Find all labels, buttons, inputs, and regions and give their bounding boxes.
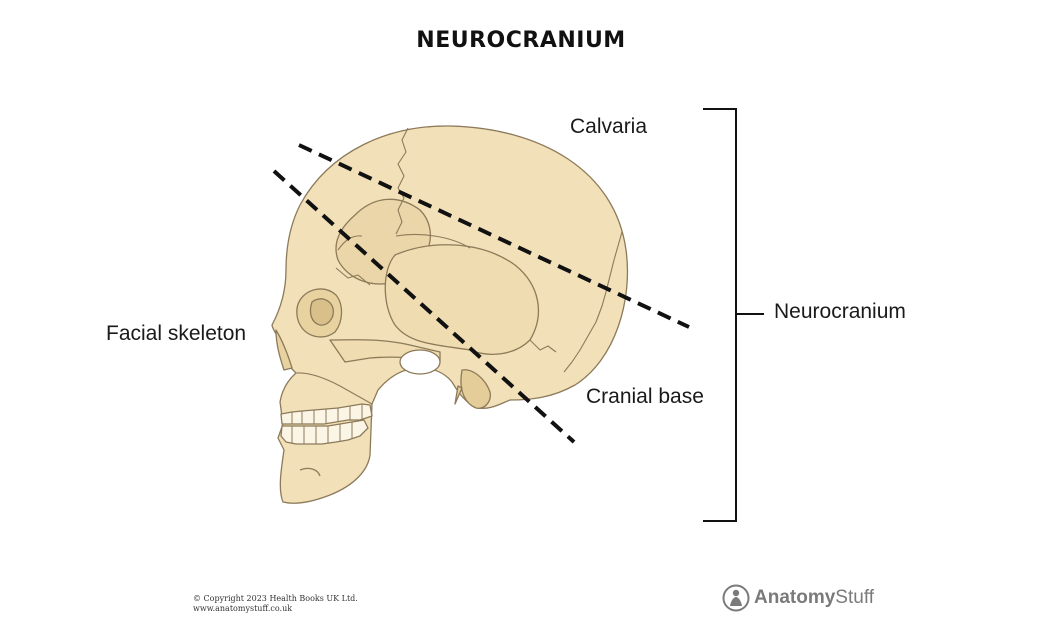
copyright-notice: © Copyright 2023 Health Books UK Ltd. ww… [193,594,358,614]
tooth-dividers [291,404,363,444]
anatomystuff-logo-icon [722,584,750,612]
styloid-process [454,385,463,405]
nasal-aperture [275,329,293,371]
logo-wordmark: AnatomyStuff [754,587,874,609]
diagram-title: NEUROCRANIUM [416,28,626,53]
facial-skeleton-label: Facial skeleton [106,322,247,345]
calvaria-label: Calvaria [570,115,648,138]
cranial-base-dashed-line [272,169,576,444]
lambdoid-suture [563,231,623,373]
mastoid-process [460,369,491,409]
skull [271,125,629,504]
mental-region [299,467,321,477]
lower-teeth [280,419,369,445]
neurocranium-bracket [703,108,764,522]
orbit-inner [309,298,334,326]
squamosal-suture [395,233,471,249]
cranial-base-label: Cranial base [586,385,704,408]
coronal-suture [395,127,409,235]
ear-canal [399,349,441,375]
skull-sutures [295,127,623,405]
copyright-line: © Copyright 2023 Health Books UK Ltd. [193,594,358,603]
parietal-detail [529,339,557,353]
website-line: www.anatomystuff.co.uk [193,604,293,613]
temporal-bone [384,244,540,355]
maxilla-border [295,372,373,405]
logo-regular-text: Stuff [835,587,875,608]
frontal-zygomatic [335,267,371,286]
neurocranium-label: Neurocranium [774,300,906,323]
logo-bold-text: Anatomy [754,587,836,608]
calvaria-dashed-line [298,143,690,329]
anatomystuff-logo: AnatomyStuff [722,582,874,614]
